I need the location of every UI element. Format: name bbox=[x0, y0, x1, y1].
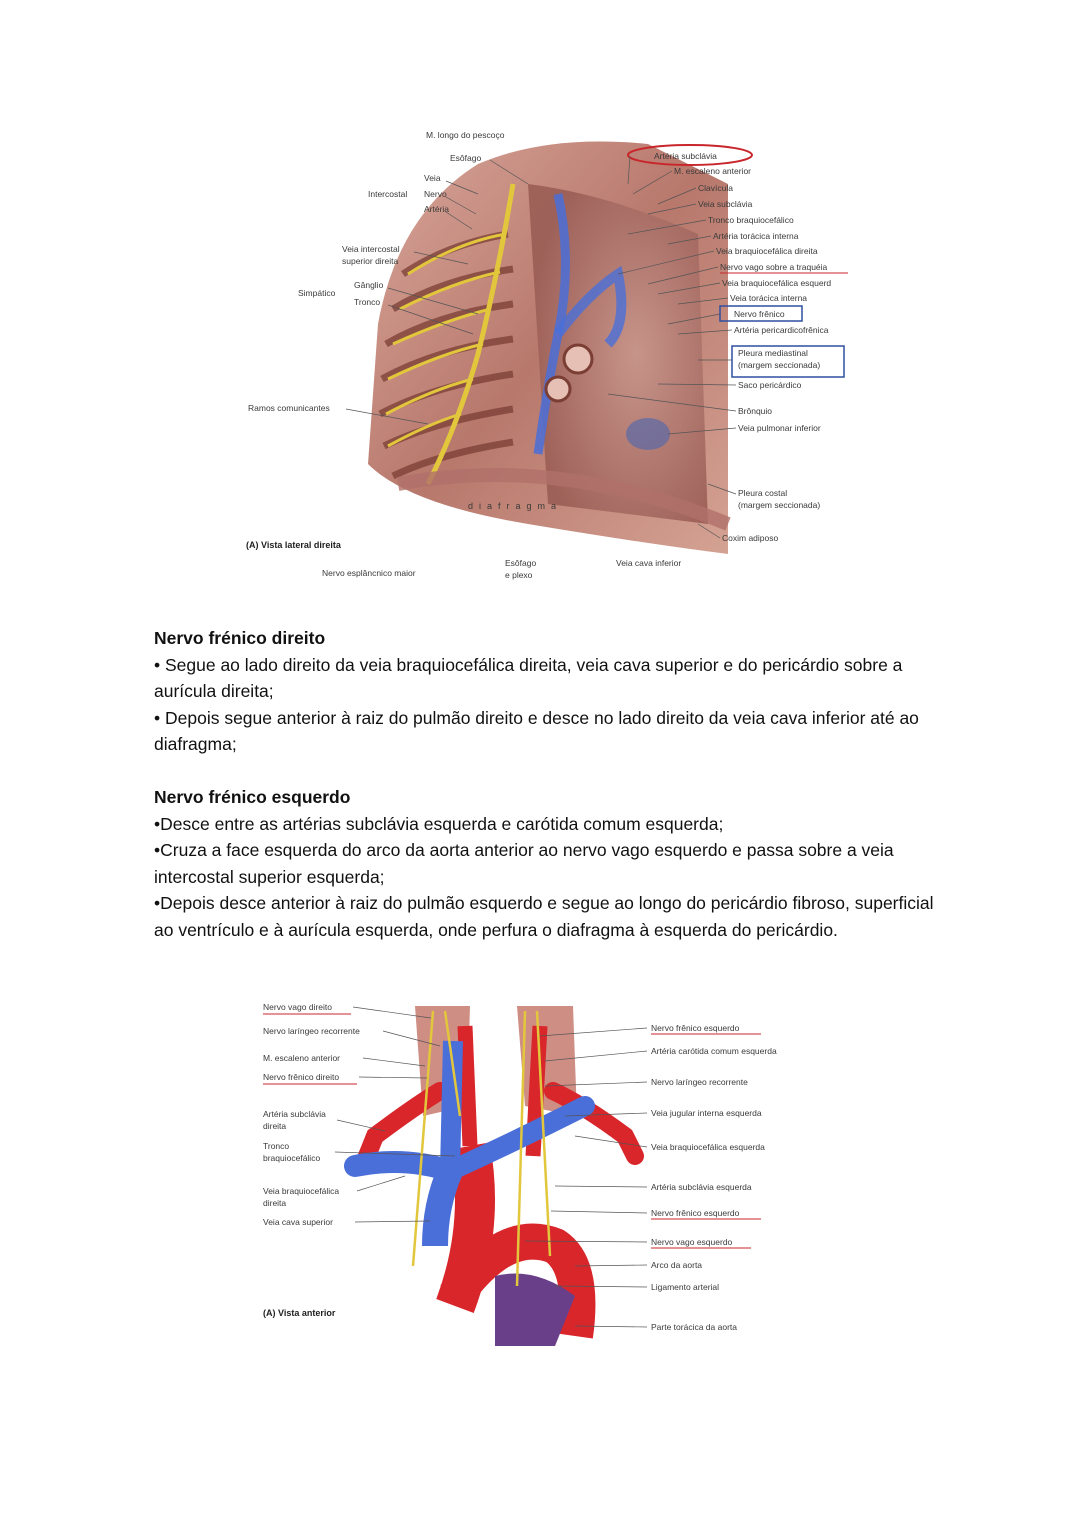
label-right-b-10: Parte torácica da aorta bbox=[651, 1322, 737, 1332]
paragraph-esquerdo-1: •Desce entre as artérias subclávia esque… bbox=[154, 813, 724, 834]
label-nervo-esplancnico: Nervo esplâncnico maior bbox=[322, 568, 416, 578]
label-right-a-15: Brônquio bbox=[738, 406, 772, 416]
left-labels-b: Nervo vago direito Nervo laríngeo recorr… bbox=[263, 1002, 360, 1227]
label-arteria: Artéria bbox=[424, 204, 449, 214]
figure-anterior-view: Nervo vago direito Nervo laríngeo recorr… bbox=[255, 996, 815, 1358]
label-left-b-4: Artéria subclávia bbox=[263, 1109, 326, 1119]
paragraph-direito-2: • Depois segue anterior à raiz do pulmão… bbox=[154, 707, 919, 755]
right-labels-a: Artéria subclávia M. escaleno anterior C… bbox=[654, 151, 831, 543]
label-left-b-7: braquiocefálico bbox=[263, 1153, 320, 1163]
paragraph-direito-1: • Segue ao lado direito da veia braquioc… bbox=[154, 654, 903, 702]
right-subclavian-artery-shape bbox=[356, 1082, 449, 1170]
label-right-a-1: M. escaleno anterior bbox=[674, 166, 751, 176]
superior-vena-cava-shape bbox=[422, 1165, 463, 1247]
left-brachiocephalic-vein-shape bbox=[440, 1096, 595, 1181]
label-esofago-plexo-1: Esôfago bbox=[505, 558, 536, 568]
label-right-a-0: Artéria subclávia bbox=[654, 151, 717, 161]
label-right-b-3: Veia jugular interna esquerda bbox=[651, 1108, 762, 1118]
label-tronco: Tronco bbox=[354, 297, 380, 307]
figure-lateral-view: diafragma M. longo do pescoço Esôfago In… bbox=[228, 124, 852, 586]
diaphragm-shape bbox=[396, 468, 731, 531]
bronchus-shape bbox=[562, 343, 594, 375]
label-veia-intercostal-2: superior direita bbox=[342, 256, 398, 266]
label-right-a-10: Nervo frênico bbox=[734, 309, 785, 319]
figure-b-caption: (A) Vista anterior bbox=[263, 1308, 336, 1318]
label-left-b-6: Tronco bbox=[263, 1141, 289, 1151]
label-veia-cava-inferior: Veia cava inferior bbox=[616, 558, 681, 568]
leader-lines-right bbox=[607, 155, 737, 539]
label-right-a-4: Tronco braquiocefálico bbox=[708, 215, 794, 225]
label-right-a-9: Veia torácica interna bbox=[730, 293, 807, 303]
label-right-b-1: Artéria carótida comum esquerda bbox=[651, 1046, 777, 1056]
label-right-a-19: Coxim adiposo bbox=[722, 533, 778, 543]
label-ganglio: Gânglio bbox=[354, 280, 384, 290]
leader-lines-left-b bbox=[334, 1006, 456, 1223]
label-right-a-16: Veia pulmonar inferior bbox=[738, 423, 821, 433]
aortic-arch-shape bbox=[440, 1223, 596, 1339]
label-left-b-5: direita bbox=[263, 1121, 286, 1131]
label-right-a-14: Saco pericárdico bbox=[738, 380, 802, 390]
label-right-b-9: Ligamento arterial bbox=[651, 1282, 719, 1292]
label-right-b-7: Nervo vago esquerdo bbox=[651, 1237, 733, 1247]
right-carotid-shape bbox=[457, 1025, 478, 1147]
label-right-a-5: Artéria torácica interna bbox=[713, 231, 799, 241]
label-m-longo-pescoco: M. longo do pescoço bbox=[426, 130, 505, 140]
illustration-anterior-view: Nervo vago direito Nervo laríngeo recorr… bbox=[255, 996, 815, 1358]
pulmonary-trunk-shape bbox=[495, 1273, 575, 1346]
intercostal-nerves-shape bbox=[385, 232, 507, 448]
label-right-a-12: Pleura mediastinal bbox=[738, 348, 808, 358]
pulmonary-vein-shape bbox=[626, 418, 670, 450]
label-right-a-17: Pleura costal bbox=[738, 488, 787, 498]
label-right-a-8: Veia braquiocefálica esquerd bbox=[722, 278, 831, 288]
label-right-b-0: Nervo frênico esquerdo bbox=[651, 1023, 740, 1033]
label-right-b-6: Nervo frênico esquerdo bbox=[651, 1208, 740, 1218]
label-veia: Veia bbox=[424, 173, 441, 183]
label-left-b-0: Nervo vago direito bbox=[263, 1002, 332, 1012]
label-left-b-3: Nervo frênico direito bbox=[263, 1072, 339, 1082]
label-left-b-9: direita bbox=[263, 1198, 286, 1208]
label-right-b-8: Arco da aorta bbox=[651, 1260, 702, 1270]
label-right-b-4: Veia braquiocefálica esquerda bbox=[651, 1142, 765, 1152]
label-right-a-2: Clavícula bbox=[698, 183, 733, 193]
figure-a-caption: (A) Vista lateral direita bbox=[246, 540, 342, 550]
label-right-a-7: Nervo vago sobre a traquéia bbox=[720, 262, 828, 272]
label-esofago: Esôfago bbox=[450, 153, 481, 163]
label-right-a-6: Veia braquiocefálica direita bbox=[716, 246, 818, 256]
right-brachiocephalic-vein-shape bbox=[344, 1151, 461, 1182]
label-right-a-13: (margem seccionada) bbox=[738, 360, 820, 370]
section-nervo-frenico-direito: Nervo frénico direito • Segue ao lado di… bbox=[154, 625, 944, 758]
right-labels-b: Nervo frênico esquerdo Artéria carótida … bbox=[651, 1023, 777, 1332]
label-veia-intercostal-1: Veia intercostal bbox=[342, 244, 400, 254]
label-intercostal: Intercostal bbox=[368, 189, 407, 199]
nerves-shape bbox=[411, 1010, 552, 1287]
label-left-b-1: Nervo laríngeo recorrente bbox=[263, 1026, 360, 1036]
paragraph-esquerdo-3: •Depois desce anterior à raiz do pulmão … bbox=[154, 893, 934, 940]
leader-lines-left bbox=[345, 159, 529, 425]
section-title-direito: Nervo frénico direito bbox=[154, 628, 326, 648]
label-ramos: Ramos comunicantes bbox=[248, 403, 330, 413]
label-right-a-3: Veia subclávia bbox=[698, 199, 753, 209]
label-right-a-18: (margem seccionada) bbox=[738, 500, 820, 510]
label-left-b-8: Veia braquiocefálica bbox=[263, 1186, 339, 1196]
highlight-box-pleura bbox=[731, 345, 845, 378]
paragraph-esquerdo-2: •Cruza a face esquerda do arco da aorta … bbox=[154, 840, 894, 887]
label-left-b-2: M. escaleno anterior bbox=[263, 1053, 340, 1063]
bronchus-shape-2 bbox=[544, 375, 572, 403]
label-simpatico: Simpático bbox=[298, 288, 336, 298]
label-nervo: Nervo bbox=[424, 189, 447, 199]
label-left-b-10: Veia cava superior bbox=[263, 1217, 333, 1227]
vena-cava-shape bbox=[554, 265, 627, 348]
section-nervo-frenico-esquerdo: Nervo frénico esquerdo •Desce entre as a… bbox=[154, 784, 944, 943]
label-right-b-2: Nervo laríngeo recorrente bbox=[651, 1077, 748, 1087]
highlight-box-nervo-frenico bbox=[719, 305, 803, 322]
section-title-esquerdo: Nervo frénico esquerdo bbox=[154, 787, 351, 807]
ribs-shape bbox=[378, 230, 514, 480]
diaphragm-label: diafragma bbox=[468, 501, 562, 511]
illustration-lateral-view: diafragma M. longo do pescoço Esôfago In… bbox=[228, 124, 852, 586]
leader-lines-right-b bbox=[524, 1027, 648, 1328]
label-right-a-11: Artéria pericardicofrênica bbox=[734, 325, 829, 335]
highlight-ellipse-subclavia bbox=[627, 144, 753, 166]
label-right-b-5: Artéria subclávia esquerda bbox=[651, 1182, 752, 1192]
label-esofago-plexo-2: e plexo bbox=[505, 570, 533, 580]
